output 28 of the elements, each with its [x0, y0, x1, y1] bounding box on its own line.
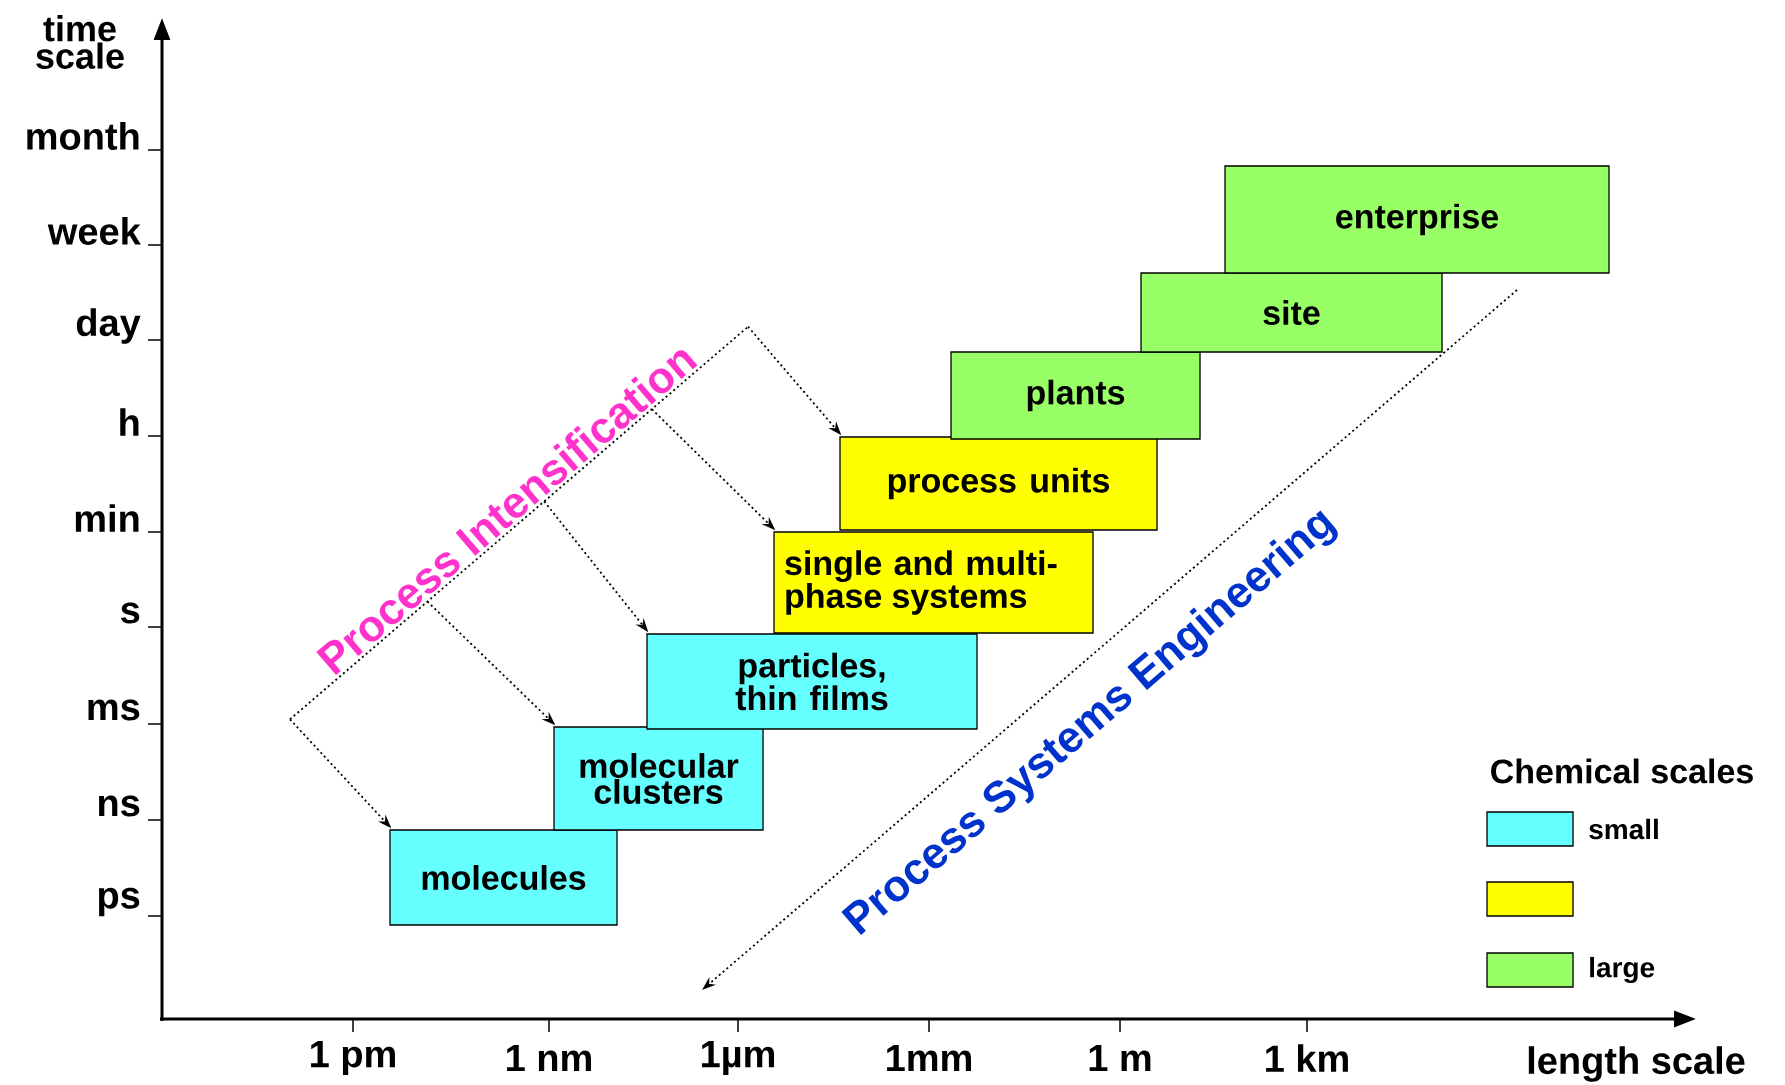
tick-label: 1 nm	[507, 1044, 591, 1072]
scale-box: enterprise	[1224, 165, 1610, 274]
tick-label: s	[121, 602, 140, 624]
tick-label: month	[27, 122, 139, 150]
axis-label: length scale	[1528, 1046, 1745, 1082]
tick-label: h	[120, 408, 139, 436]
tick-label: 1 pm	[311, 1041, 395, 1076]
scale-box: molecules	[389, 829, 618, 926]
scale-box: plants	[950, 351, 1201, 440]
scale-box: particles, thin films	[646, 633, 978, 730]
tick-label: 1µm	[702, 1041, 775, 1076]
scale-box: process units	[839, 436, 1158, 531]
legend-label: large	[1590, 956, 1655, 984]
tick-label: min	[75, 504, 139, 532]
tick-label: 1mm	[887, 1044, 971, 1072]
tick-label: week	[47, 217, 141, 245]
tick-label: 1 km	[1266, 1044, 1348, 1072]
scale-box: site	[1140, 272, 1443, 353]
tick-label: ns	[98, 795, 140, 817]
tick-label: 1 m	[1089, 1044, 1151, 1072]
tick-label: ms	[88, 699, 140, 721]
scale-box: molecular clusters	[553, 726, 764, 831]
legend-title: Chemical scales	[1491, 758, 1753, 784]
legend-label: small	[1589, 818, 1658, 840]
tick-label: ps	[98, 887, 140, 917]
axis-label: time scale	[36, 15, 124, 69]
tick-label: day	[76, 308, 141, 344]
scale-box: single and multi- phase systems	[773, 531, 1094, 634]
